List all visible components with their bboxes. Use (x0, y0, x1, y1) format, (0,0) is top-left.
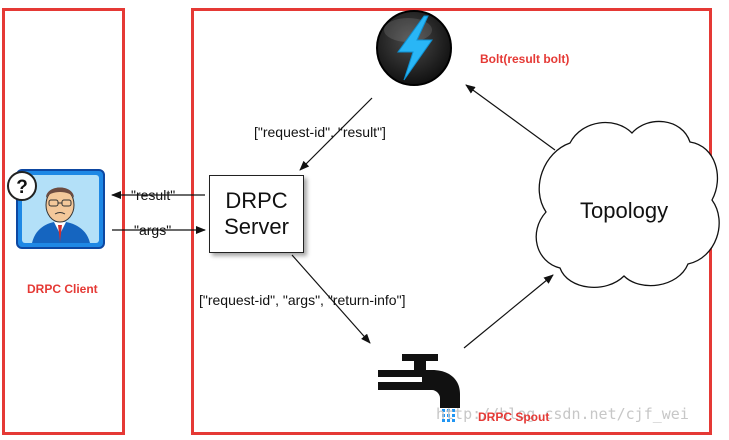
topology-label: Topology (580, 198, 669, 223)
drpc-server-node: DRPC Server (209, 175, 304, 253)
drpc-server-label: DRPC Server (224, 188, 289, 240)
arrow-spout-to-topology (463, 274, 554, 349)
drpc-client-label: DRPC Client (27, 282, 98, 296)
bolt-label: Bolt(result bolt) (480, 52, 570, 66)
drpc-client-frame (2, 8, 125, 435)
watermark: http://blog.csdn.net/cjf_wei (436, 405, 689, 423)
drpc-spout-label: DRPC Spout (478, 410, 550, 424)
lightning-bolt-icon (376, 10, 452, 86)
arrow-topology-to-bolt (465, 84, 556, 151)
edge-label-request-result: ["request-id", "result"] (254, 124, 386, 140)
edge-label-result: "result" (131, 187, 176, 203)
edge-label-args: "args" (134, 222, 172, 238)
arrow-bolt-to-server (299, 97, 373, 171)
edge-label-request-args: ["request-id", "args", "return-info"] (199, 292, 406, 308)
faucet-icon (378, 354, 460, 422)
cloud-icon (535, 120, 720, 288)
confused-user-icon: ? (7, 169, 105, 249)
arrow-server-to-spout (291, 254, 371, 344)
svg-text:?: ? (16, 177, 28, 198)
drpc-server-label-line1: DRPC (225, 188, 288, 213)
drpc-server-label-line2: Server (224, 214, 289, 239)
